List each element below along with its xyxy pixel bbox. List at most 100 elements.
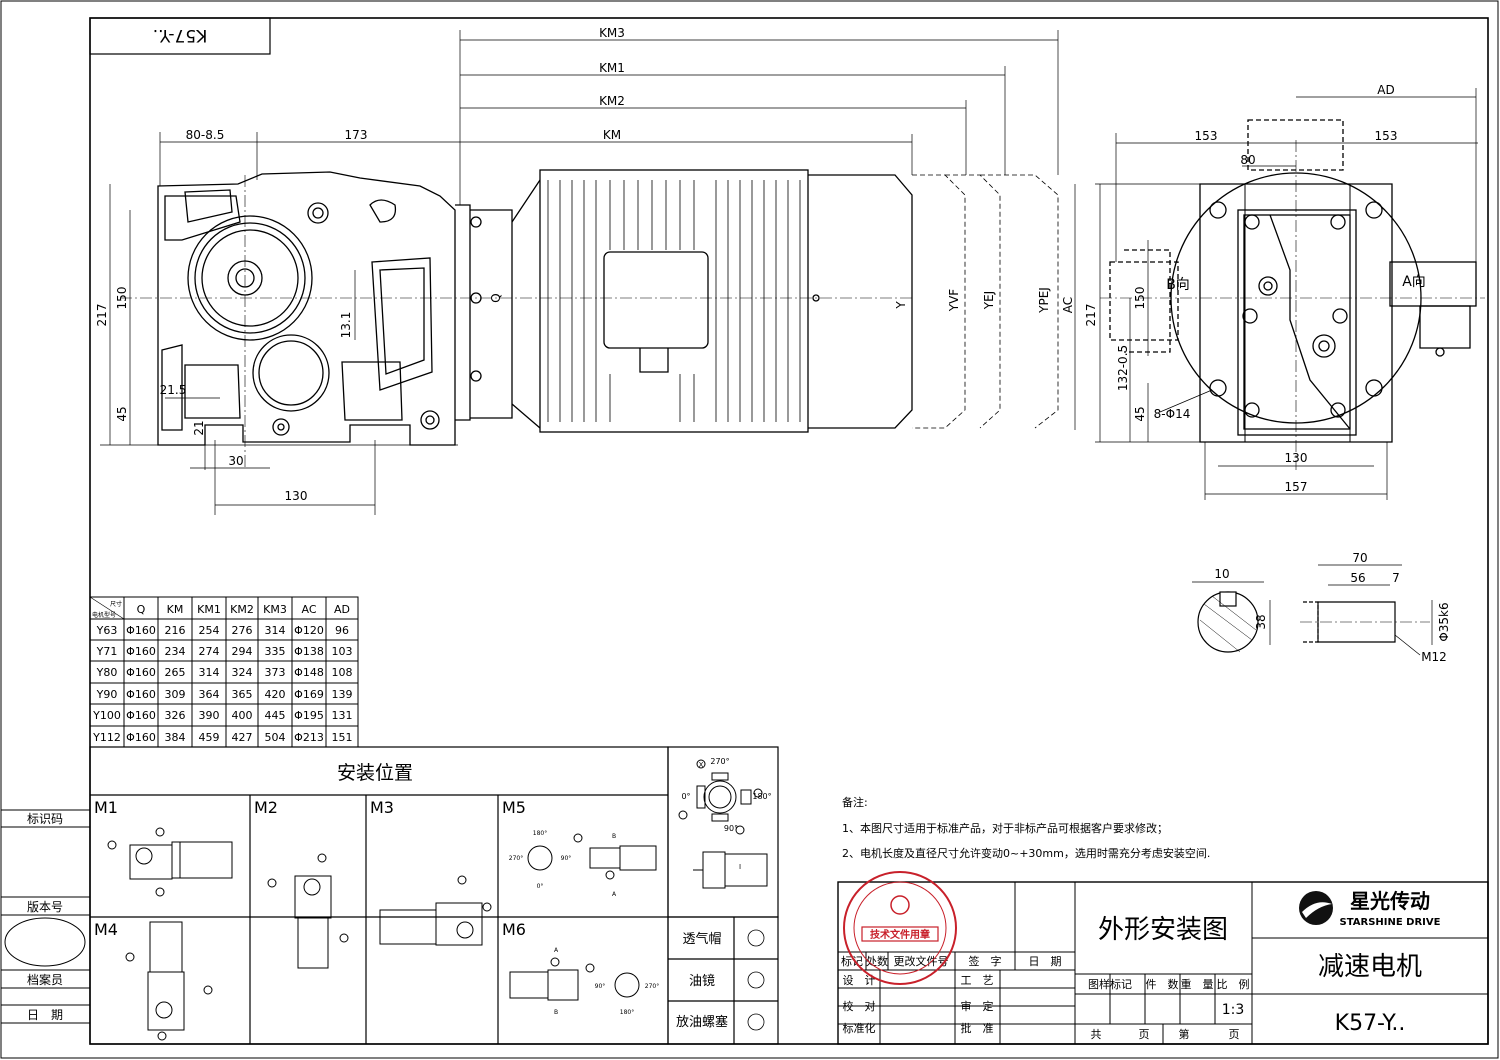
dim-21: 21 [192, 420, 206, 435]
m6-label-b: B [554, 1009, 558, 1016]
code-top-text: K57-Y.. [153, 25, 208, 45]
dim-13-1: 13.1 [339, 312, 353, 339]
table-cell: 400 [232, 709, 253, 722]
total-label: 共 [1091, 1028, 1102, 1041]
table-row-model: Y63 [96, 624, 118, 637]
table-header-cell: KM1 [197, 603, 221, 616]
page-label: 第 [1179, 1027, 1190, 1041]
label-b-direction: B向 [1166, 277, 1190, 293]
m6-angle-180: 180° [620, 1009, 634, 1016]
table-cell: Φ195 [294, 709, 324, 722]
mount-m1: M1 [94, 798, 118, 817]
dim-ypej: YPEJ [1037, 287, 1051, 314]
dim-130-side: 130 [1285, 451, 1308, 465]
dim-shaft-m12: M12 [1421, 650, 1447, 664]
roman-x: X [699, 761, 704, 769]
table-cell: 276 [232, 624, 253, 637]
angle-0-left: 0° [681, 792, 690, 801]
mount-legend: 透气帽 油镜 放油螺塞 [676, 931, 728, 1030]
dim-45: 45 [115, 406, 129, 421]
dim-holes: 8-Φ14 [1154, 407, 1191, 421]
table-cell: 151 [332, 731, 353, 744]
table-cell: 314 [199, 666, 220, 679]
table-cell: Φ160 [126, 709, 156, 722]
legend-drain-plug: 放油螺塞 [676, 1014, 728, 1030]
product-name: 减速电机 [1318, 952, 1422, 982]
table-header-cell: AD [334, 603, 350, 616]
table-cell: 504 [265, 731, 286, 744]
table-cell: 326 [165, 709, 186, 722]
table-cell: 384 [165, 731, 186, 744]
notes-line-1: 1、本图尺寸适用于标准产品，对于非标产品可根据客户要求修改； [842, 821, 1168, 835]
table-row-model: Y80 [96, 666, 118, 679]
row-approve: 批 准 [961, 1021, 994, 1035]
total-sheet: 页 [1139, 1028, 1150, 1041]
mount-m3: M3 [370, 798, 394, 817]
table-cell: 390 [199, 709, 220, 722]
sidebar-label-id: 标识码 [27, 812, 63, 826]
scale-value: 1:3 [1222, 1002, 1245, 1018]
sign-h-signature: 签 字 [969, 954, 1002, 968]
roman-i: I [739, 863, 741, 871]
table-corner-bottom: 电机型号 [92, 611, 116, 619]
dim-shaft-38: 38 [1254, 614, 1268, 629]
motor-fins [547, 180, 801, 422]
dim-80: 80-8.5 [186, 128, 225, 142]
table-cell: 96 [335, 624, 349, 637]
page-sheet: 页 [1229, 1028, 1240, 1041]
dim-157-side: 157 [1285, 480, 1308, 494]
angle-270-top: 270° [710, 757, 729, 766]
table-header-cell: Q [137, 603, 146, 616]
m5-angle-180: 180° [533, 830, 547, 837]
brand-name-cn: 星光传动 [1350, 889, 1430, 913]
dim-80-side: 80 [1240, 153, 1255, 167]
dim-ad: AD [1377, 83, 1394, 97]
mount-m5: M5 [502, 798, 526, 817]
dimlines-side [1095, 88, 1478, 500]
table-cell: Φ148 [294, 666, 324, 679]
table-row-model: Y112 [92, 731, 121, 744]
m6-label-a: A [554, 947, 559, 954]
table-corner-top: 尺寸 [110, 600, 122, 608]
table-row-model: Y71 [96, 645, 118, 658]
row-standard: 标准化 [843, 1021, 876, 1035]
table-cell: 216 [165, 624, 186, 637]
dim-shaft-7: 7 [1392, 571, 1400, 585]
dim-km3: KM3 [599, 26, 625, 40]
attr-qty: 件 数 [1146, 978, 1179, 991]
table-row-model: Y90 [96, 688, 118, 701]
mount-m4: M4 [94, 920, 118, 939]
dim-153-right: 153 [1375, 129, 1398, 143]
dim-153-left: 153 [1195, 129, 1218, 143]
attr-drawing-mark: 图样标记 [1088, 977, 1132, 991]
dimlines-shaft [1192, 564, 1433, 656]
dim-30: 30 [228, 454, 243, 468]
mount-m2: M2 [254, 798, 278, 817]
table-header-cell: KM [167, 603, 184, 616]
angle-180-right: 180° [752, 792, 771, 801]
table-cell: Φ213 [294, 731, 324, 744]
dim-q: Q [489, 293, 503, 302]
legend-breather: 透气帽 [682, 931, 721, 947]
mounting-title: 安装位置 [337, 762, 413, 784]
table-cell: 131 [332, 709, 353, 722]
table-cell: 274 [199, 645, 220, 658]
dim-130: 130 [285, 489, 308, 503]
table-header-cell: KM2 [230, 603, 254, 616]
dim-173: 173 [345, 128, 368, 142]
table-cell: 294 [232, 645, 253, 658]
mounting-grid [89, 746, 779, 1045]
dim-150-side: 150 [1133, 287, 1147, 310]
table-cell: 373 [265, 666, 286, 679]
table-cell: Φ160 [126, 624, 156, 637]
brand-logo: 星光传动 STARSHINE DRIVE [1299, 889, 1441, 928]
sidebar-label-version: 版本号 [27, 900, 63, 914]
dim-217: 217 [95, 304, 109, 327]
dim-21-5: 21.5 [160, 383, 187, 397]
m5-label-b: B [612, 833, 616, 840]
table-cell: Φ169 [294, 688, 324, 701]
motor-body [539, 169, 913, 433]
